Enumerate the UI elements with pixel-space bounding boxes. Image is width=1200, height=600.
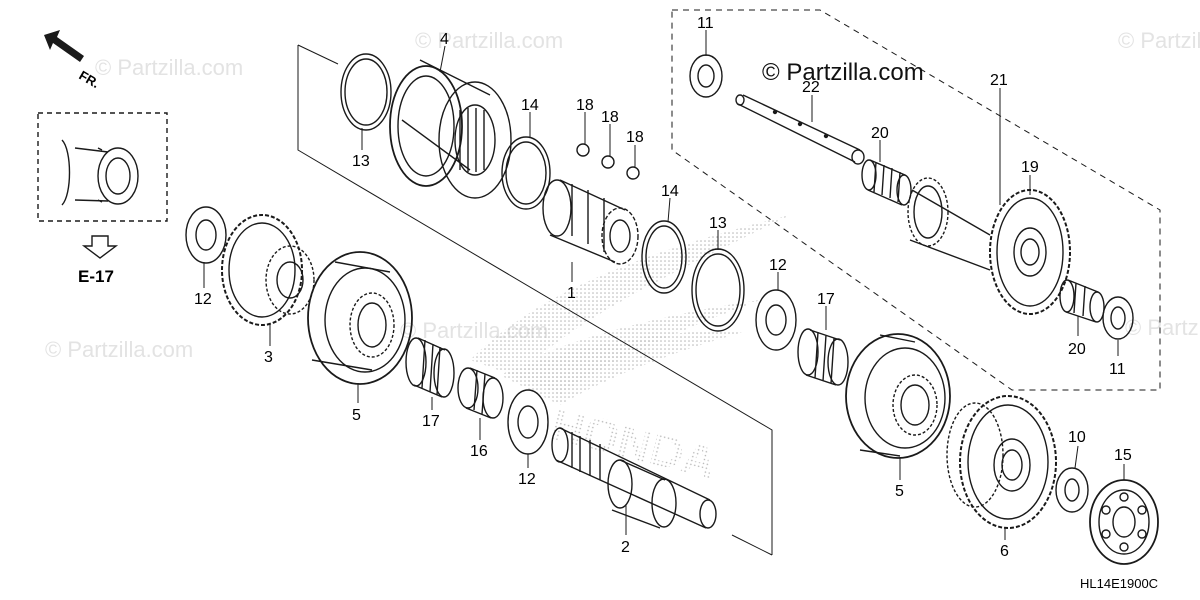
hollow-down-arrow-icon — [81, 235, 119, 259]
part-label: 11 — [697, 15, 714, 32]
part-label: 2 — [621, 539, 630, 556]
part-label: 19 — [1021, 159, 1039, 176]
watermark: © Partzilla.com — [95, 55, 243, 80]
copyright-watermark: © Partzilla.com — [762, 59, 924, 86]
leader-lines — [203, 30, 1125, 540]
gear-3 — [221, 214, 315, 326]
gear-6 — [946, 395, 1057, 529]
part-label: 12 — [194, 291, 212, 308]
part-label: 5 — [895, 483, 904, 500]
shaft-22 — [735, 94, 865, 165]
snap-ring-13-bottom — [691, 248, 745, 332]
part-label: 22 — [802, 79, 820, 96]
thrust-washer-12-center — [507, 389, 549, 455]
assembly-outline-right — [671, 9, 1161, 391]
part-label: 17 — [817, 291, 835, 308]
part-label: 18 — [601, 109, 619, 126]
needle-bearing-20-top — [861, 159, 912, 206]
needle-bearing-16 — [457, 367, 504, 419]
gear-19 — [907, 177, 1071, 315]
part-label: 3 — [264, 349, 273, 366]
needle-bearing-17-left — [405, 337, 455, 398]
watermark: © Partzilla.com — [415, 28, 563, 53]
front-direction-arrow-icon — [44, 30, 84, 62]
clutch-hub-5-left — [307, 251, 413, 385]
washer-11-top — [689, 54, 723, 98]
part-label: 15 — [1114, 447, 1132, 464]
part-label: 21 — [990, 72, 1008, 89]
part-label: 10 — [1068, 429, 1086, 446]
part-label: 20 — [871, 125, 889, 142]
drawing-code: HL14E1900C — [1080, 576, 1158, 591]
needle-bearing-17-right — [797, 328, 849, 386]
part-label: 4 — [440, 31, 449, 48]
part-label: 6 — [1000, 543, 1009, 560]
needle-bearing-20-bottom — [1059, 279, 1105, 323]
reference-label: E-17 — [78, 267, 114, 286]
spline-collar-1 — [542, 179, 639, 265]
part-label: 12 — [518, 471, 536, 488]
part-number-labels: 11 22 21 20 19 20 11 4 14 18 18 18 13 14… — [194, 15, 1132, 560]
part-label: 11 — [1109, 361, 1126, 378]
part-label: 16 — [470, 443, 488, 460]
part-label: 18 — [576, 97, 594, 114]
reference-inset — [37, 112, 168, 222]
circlip-14-bottom — [641, 220, 687, 294]
clutch-hub-5-right — [845, 333, 951, 459]
steel-balls-18 — [576, 143, 640, 180]
part-label: 18 — [626, 129, 644, 146]
shift-drum-4 — [389, 59, 512, 199]
part-label: 13 — [709, 215, 727, 232]
part-label: 17 — [422, 413, 440, 430]
assembly-outline-left — [297, 44, 773, 556]
part-label: 14 — [521, 97, 539, 114]
main-shaft-2 — [551, 427, 717, 529]
washer-11-bottom — [1102, 296, 1134, 340]
watermark: © Partzilla.com — [45, 337, 193, 362]
part-label: 1 — [567, 285, 576, 302]
part-label: 14 — [661, 183, 679, 200]
part-label: 13 — [352, 153, 370, 170]
circlip-14-top — [501, 136, 551, 210]
watermark: © Partzilla.com — [1125, 315, 1200, 340]
part-label: 12 — [769, 257, 787, 274]
thrust-washer-12-left — [185, 206, 227, 264]
watermark: © Partzilla.com — [1118, 28, 1200, 53]
watermark-group: © Partzilla.com © Partzilla.com © Partzi… — [45, 28, 1200, 362]
washer-10 — [1055, 467, 1089, 513]
honda-wing-logo: HONDA — [470, 215, 790, 489]
ball-bearing-15 — [1089, 479, 1159, 565]
thrust-washer-12-right — [755, 289, 797, 351]
part-label: 5 — [352, 407, 361, 424]
part-label: 20 — [1068, 341, 1086, 358]
snap-ring-13-top — [340, 53, 392, 131]
